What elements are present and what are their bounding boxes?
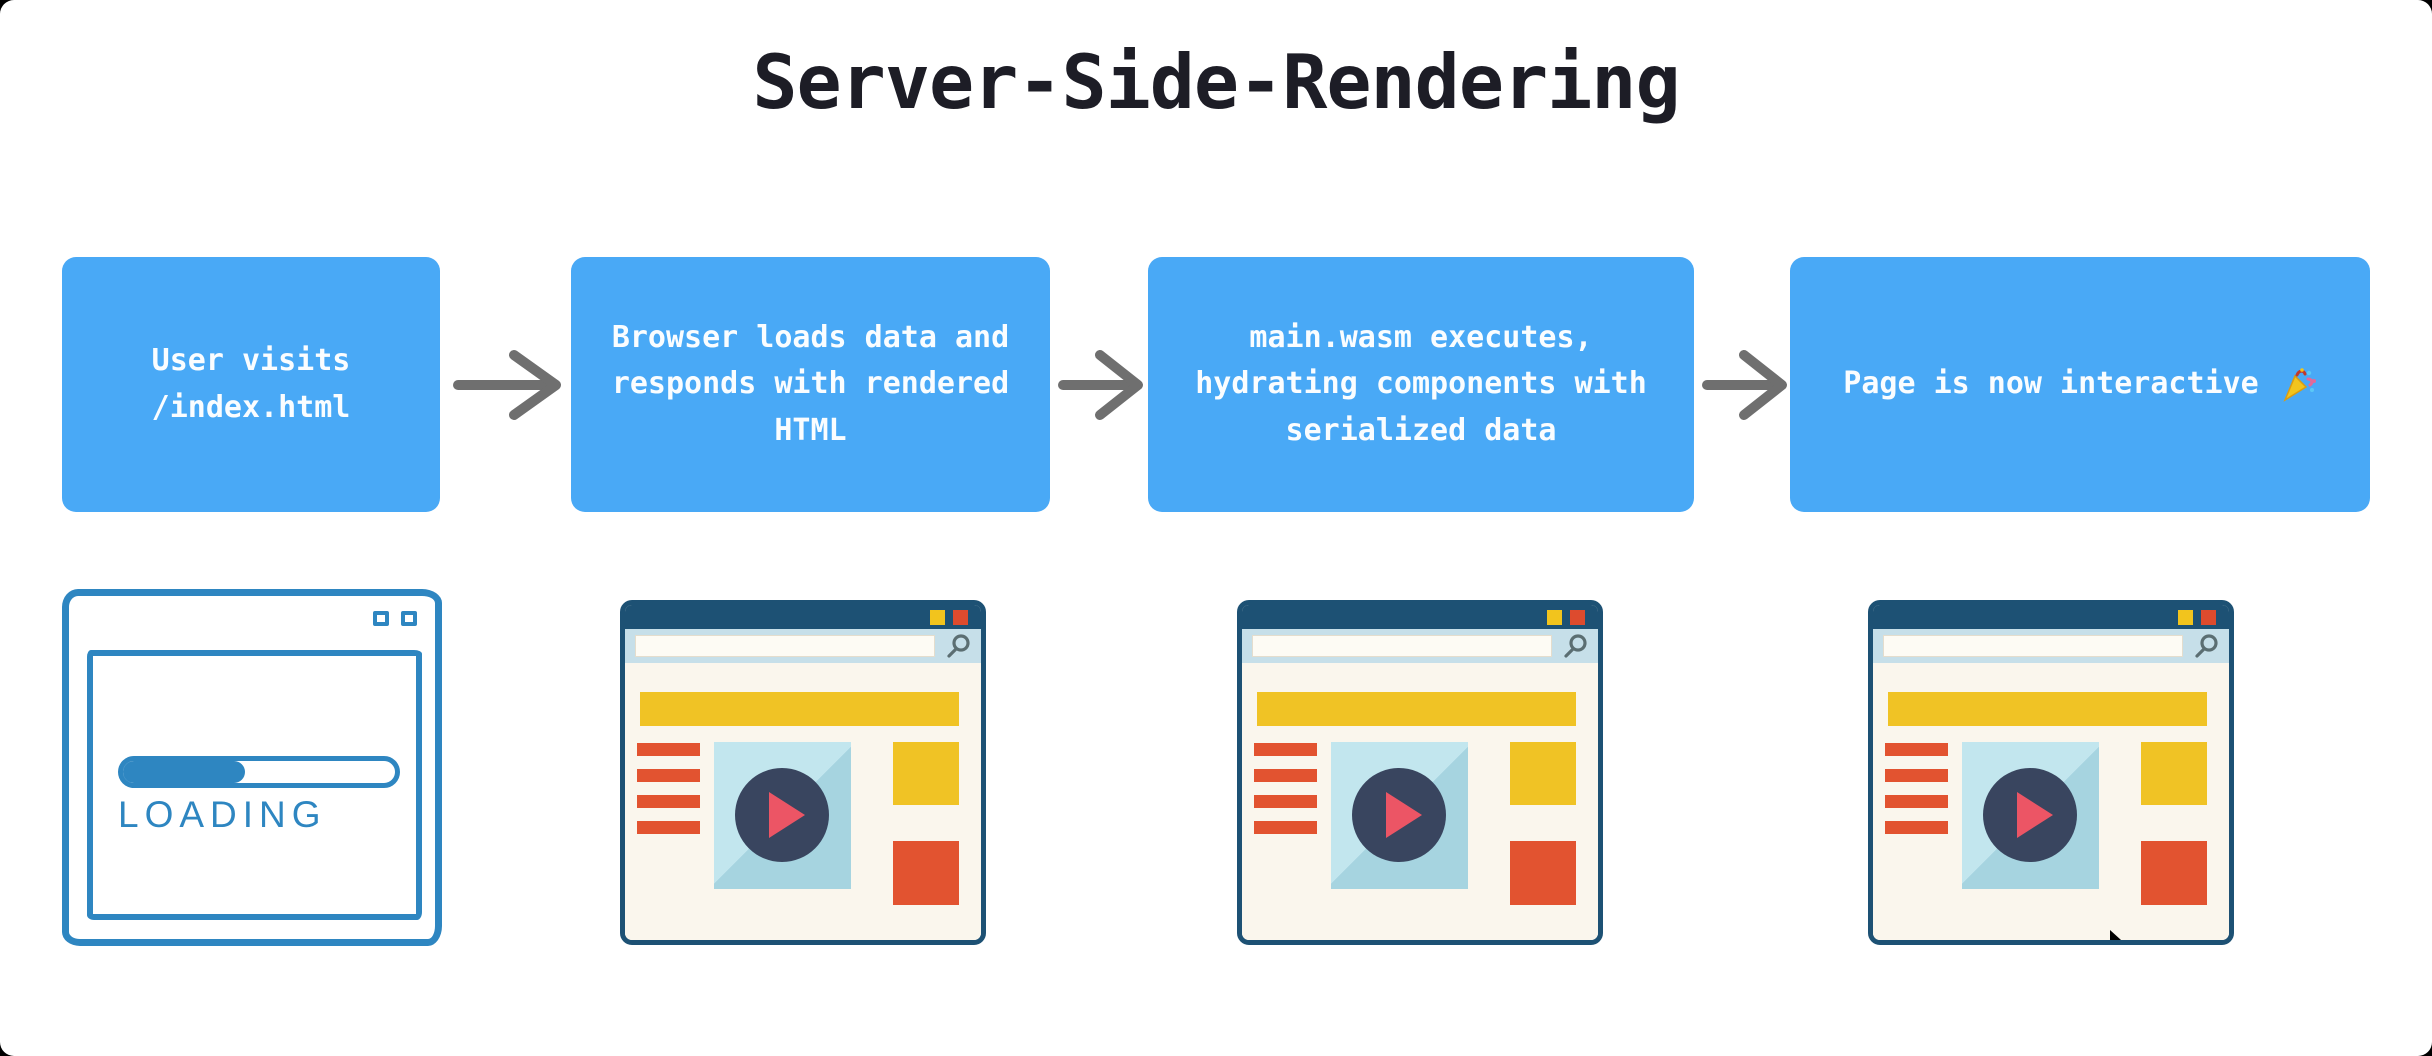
flow-arrow-icon <box>1702 350 1787 420</box>
flow-arrow-icon <box>453 350 561 420</box>
text-line-block <box>1254 769 1317 782</box>
play-button-icon <box>1983 768 2077 862</box>
video-thumbnail <box>1331 742 1468 889</box>
sidebar-red-block <box>1510 841 1576 905</box>
progress-bar-fill <box>123 761 246 783</box>
play-triangle-icon <box>2017 792 2053 838</box>
flow-step-label: Page is now interactive <box>1843 366 2259 402</box>
page-title: Server-Side-Rendering <box>752 38 1680 126</box>
text-line-block <box>1254 743 1317 756</box>
sidebar-yellow-block <box>2141 742 2207 805</box>
flow-arrow-icon <box>1058 350 1143 420</box>
flow-step-interactive: Page is now interactive 🎉 <box>1790 257 2370 512</box>
url-field <box>1252 635 1552 657</box>
rendered-browser-illustration <box>620 600 986 945</box>
minimize-button-icon <box>2178 609 2193 625</box>
text-line-block <box>1254 795 1317 808</box>
video-thumbnail <box>714 742 851 889</box>
browser-content <box>625 663 981 940</box>
text-line-block <box>1885 769 1948 782</box>
party-popper-icon <box>2283 367 2316 402</box>
url-field <box>1883 635 2183 657</box>
sidebar-yellow-block <box>1510 742 1576 805</box>
video-thumbnail <box>1962 742 2099 889</box>
text-line-block <box>637 821 700 834</box>
text-line-block <box>1885 795 1948 808</box>
flow-step-browser-loads: Browser loads data and responds with ren… <box>571 257 1050 512</box>
search-icon <box>947 634 970 658</box>
minimize-button-icon <box>930 609 945 625</box>
url-field <box>635 635 935 657</box>
browser-titlebar <box>1242 605 1598 629</box>
browser-titlebar <box>625 605 981 629</box>
banner-block <box>640 692 959 726</box>
sidebar-red-block <box>893 841 959 905</box>
flow-step-label: Browser loads data and responds with ren… <box>611 319 1010 448</box>
minimize-button-icon <box>1547 609 1562 625</box>
window-square-icon <box>401 611 417 626</box>
close-button-icon <box>1570 609 1585 625</box>
browser-content <box>1873 663 2229 940</box>
play-button-icon <box>735 768 829 862</box>
loading-label: LOADING <box>118 794 327 835</box>
sidebar-yellow-block <box>893 742 959 805</box>
flow-step-label: main.wasm executes, hydrating components… <box>1195 319 1647 448</box>
text-line-block <box>1885 743 1948 756</box>
play-triangle-icon <box>769 792 805 838</box>
sidebar-red-block <box>2141 841 2207 905</box>
flow-step-label: User visits /index.html <box>151 343 351 425</box>
mouse-cursor-icon <box>2110 930 2122 940</box>
flow-step-wasm-executes: main.wasm executes, hydrating components… <box>1148 257 1694 512</box>
browser-addressbar <box>1873 629 2229 663</box>
play-triangle-icon <box>1386 792 1422 838</box>
text-line-block <box>637 743 700 756</box>
text-line-block <box>637 769 700 782</box>
browser-content <box>1242 663 1598 940</box>
text-line-block <box>1254 821 1317 834</box>
banner-block <box>1888 692 2207 726</box>
search-icon <box>2195 634 2218 658</box>
play-button-icon <box>1352 768 1446 862</box>
text-line-block <box>637 795 700 808</box>
search-icon <box>1564 634 1587 658</box>
rendered-browser-illustration <box>1237 600 1603 945</box>
progress-bar <box>118 756 400 788</box>
interactive-browser-illustration <box>1868 600 2234 945</box>
close-button-icon <box>953 609 968 625</box>
window-square-icon <box>373 611 389 626</box>
text-line-block <box>1885 821 1948 834</box>
loading-browser-illustration: LOADING <box>62 589 442 946</box>
close-button-icon <box>2201 609 2216 625</box>
browser-addressbar <box>625 629 981 663</box>
browser-addressbar <box>1242 629 1598 663</box>
sketch-content-area <box>87 650 422 920</box>
browser-titlebar <box>1873 605 2229 629</box>
flow-step-user-visits: User visits /index.html <box>62 257 440 512</box>
banner-block <box>1257 692 1576 726</box>
